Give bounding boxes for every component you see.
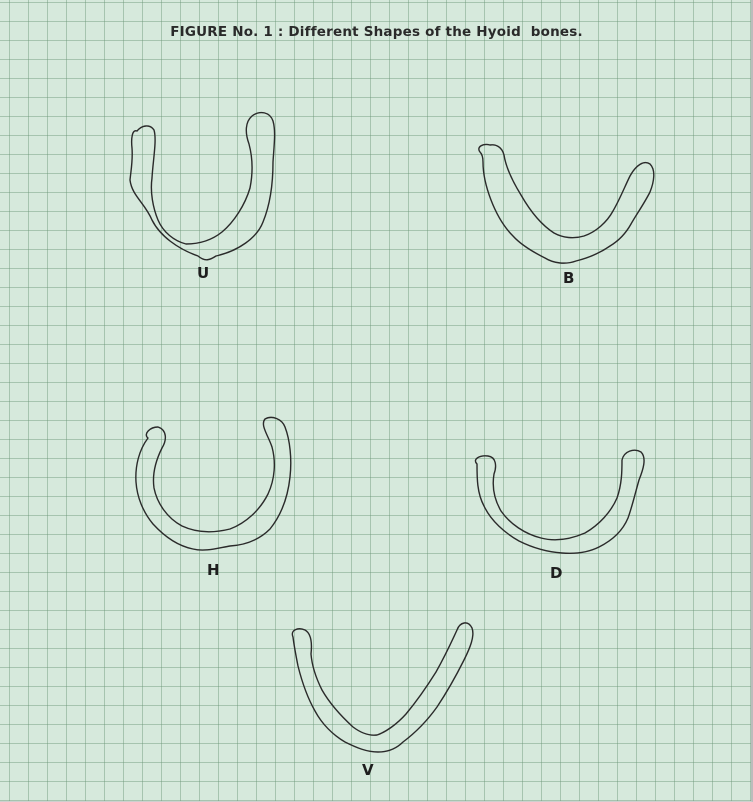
shape-label-u: U [197, 264, 209, 282]
shape-label-h: H [207, 561, 220, 579]
hyoid-shape-u: U [130, 113, 275, 282]
shape-label-d: D [550, 564, 562, 582]
shape-label-v: V [362, 761, 374, 779]
shape-label-b: B [563, 269, 574, 287]
hyoid-bone-h-outline [136, 417, 291, 550]
hyoid-bone-v-outline [292, 623, 473, 752]
hyoid-shape-h: H [136, 417, 291, 579]
hyoid-bone-u-outline [130, 113, 275, 260]
hyoid-shape-v: V [292, 623, 473, 779]
hyoid-shape-b: B [479, 144, 654, 287]
hyoid-bone-d-outline [475, 450, 644, 553]
hyoid-shape-d: D [475, 450, 644, 582]
hyoid-bone-b-outline [479, 144, 654, 263]
